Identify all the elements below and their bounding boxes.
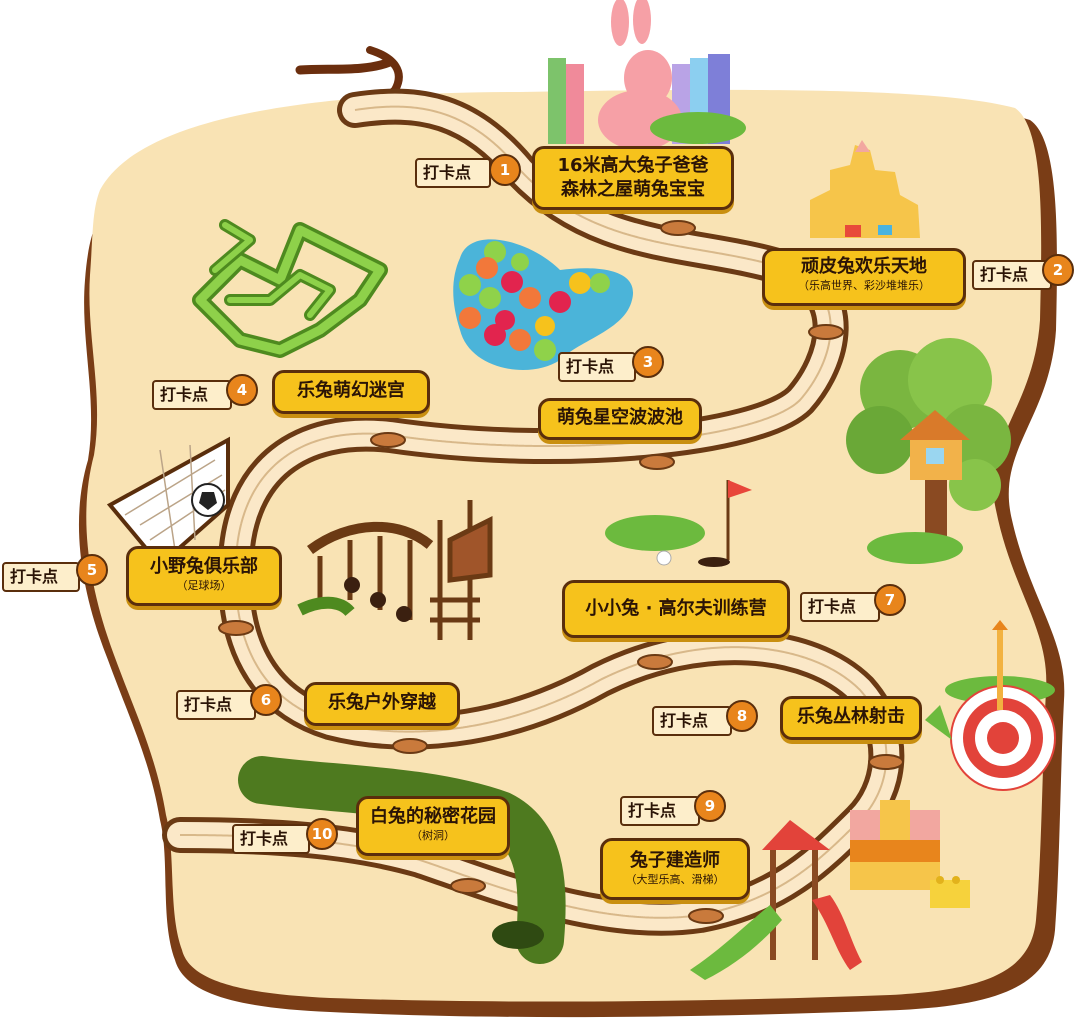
stop-10-number: 10 [306, 818, 338, 850]
checkin-tag-1: 打卡点 [415, 158, 491, 188]
stop-3-title: 萌兔星空波波池 [557, 407, 683, 428]
stop-8-label[interactable]: 乐兔丛林射击 [780, 696, 922, 740]
stop-5-title: 小野兔俱乐部 [150, 556, 258, 577]
stop-5-number: 5 [76, 554, 108, 586]
stop-7-label[interactable]: 小小兔 · 高尔夫训练营 [562, 580, 790, 638]
checkin-tag-9: 打卡点 [620, 796, 700, 826]
slide-icon [690, 820, 862, 980]
stop-1-title-line2: 森林之屋萌兔宝宝 [561, 179, 705, 200]
treehouse-icon [846, 338, 1011, 564]
checkin-tag-6: 打卡点 [176, 690, 256, 720]
checkin-tag-10: 打卡点 [232, 824, 310, 854]
golf-flag-icon [605, 480, 752, 567]
stop-4-title: 乐兔萌幻迷宫 [297, 380, 405, 401]
archery-target-icon [925, 620, 1056, 791]
sandcastle-icon [810, 140, 920, 238]
stop-4-label[interactable]: 乐兔萌幻迷宫 [272, 370, 430, 414]
stop-9-label[interactable]: 兔子建造师 （大型乐高、滑梯） [600, 838, 750, 900]
stop-10-label[interactable]: 白兔的秘密花园 （树洞） [356, 796, 510, 856]
stop-2-title: 顽皮兔欢乐天地 [801, 256, 927, 277]
hedge-maze-icon [192, 219, 388, 358]
stop-6-number: 6 [250, 684, 282, 716]
pink-rabbit-statue-icon [548, 0, 746, 150]
stop-8-number: 8 [726, 700, 758, 732]
stop-1-number: 1 [489, 154, 521, 186]
climbing-frame-icon [297, 500, 493, 640]
stop-3-number: 3 [632, 346, 664, 378]
soccer-goal-icon [106, 436, 230, 568]
stop-2-number: 2 [1042, 254, 1074, 286]
stop-4-number: 4 [226, 374, 258, 406]
checkin-tag-5: 打卡点 [2, 562, 80, 592]
stop-2-label[interactable]: 顽皮兔欢乐天地 （乐高世界、彩沙堆堆乐） [762, 248, 966, 306]
stop-7-title: 小小兔 · 高尔夫训练营 [585, 598, 767, 619]
stop-9-title: 兔子建造师 [630, 850, 720, 871]
stop-1-label[interactable]: 16米高大兔子爸爸 森林之屋萌兔宝宝 [532, 146, 734, 210]
stop-5-subtitle: （足球场） [176, 579, 232, 592]
stop-9-subtitle: （大型乐高、滑梯） [625, 873, 725, 886]
stop-6-label[interactable]: 乐兔户外穿越 [304, 682, 460, 726]
checkin-tag-2: 打卡点 [972, 260, 1052, 290]
checkin-tag-7: 打卡点 [800, 592, 880, 622]
stop-6-title: 乐兔户外穿越 [328, 692, 436, 713]
checkin-tag-3: 打卡点 [558, 352, 636, 382]
stop-8-title: 乐兔丛林射击 [797, 706, 905, 727]
stop-10-title: 白兔的秘密花园 [370, 806, 496, 827]
stop-3-label[interactable]: 萌兔星空波波池 [538, 398, 702, 440]
ball-pit-icon [453, 239, 634, 370]
stop-5-label[interactable]: 小野兔俱乐部 （足球场） [126, 546, 282, 606]
entrance-arrow-icon [295, 57, 395, 75]
stop-1-title: 16米高大兔子爸爸 [557, 155, 709, 176]
checkin-tag-4: 打卡点 [152, 380, 232, 410]
stop-2-subtitle: （乐高世界、彩沙堆堆乐） [798, 279, 930, 292]
stop-10-subtitle: （树洞） [411, 829, 455, 842]
lego-blocks-icon [850, 800, 970, 908]
checkin-tag-8: 打卡点 [652, 706, 732, 736]
stop-7-number: 7 [874, 584, 906, 616]
stop-9-number: 9 [694, 790, 726, 822]
